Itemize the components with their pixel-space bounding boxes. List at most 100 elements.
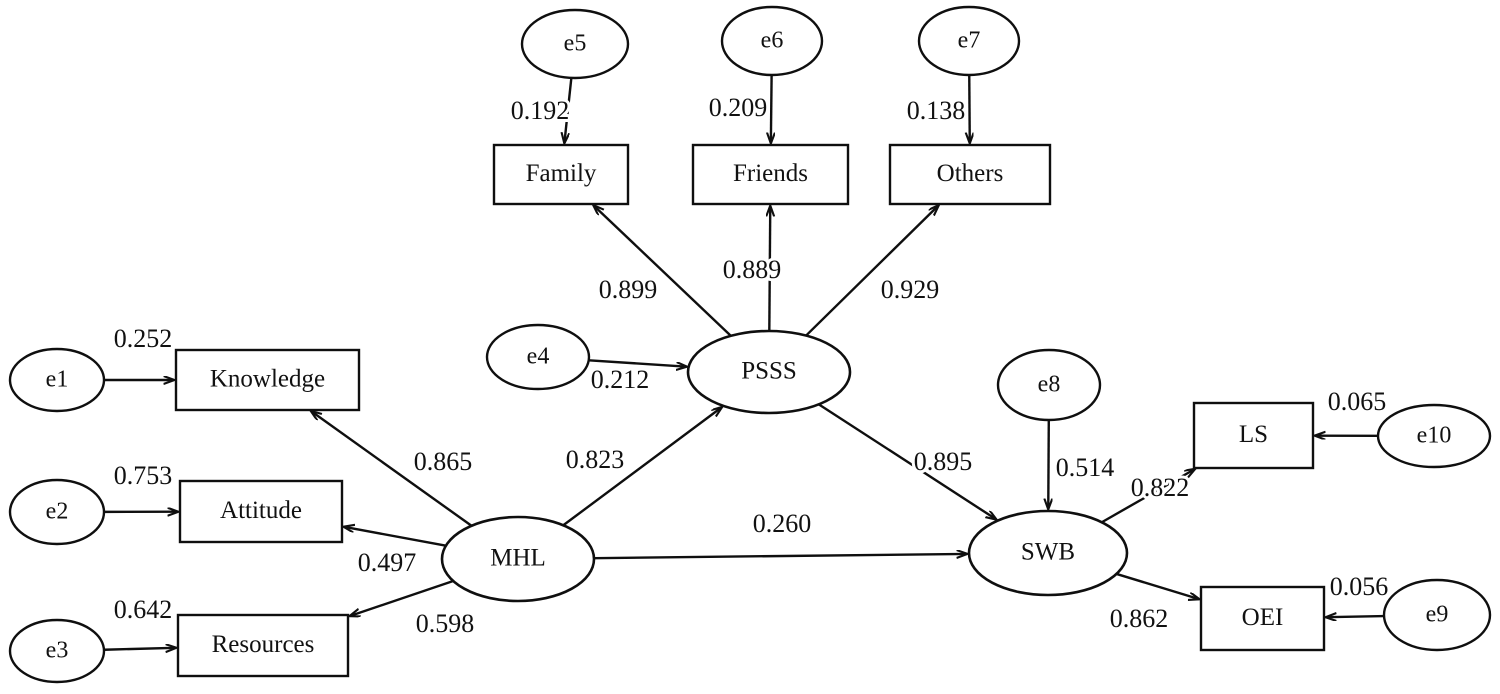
edge-label-halo: 0.929 [881,275,940,304]
e5-shape [520,8,630,80]
edge-label-text: 0.823 [566,445,625,474]
error-term-e4: e4 [485,323,591,391]
oei-shape [1199,585,1326,652]
edge-label-halo: 0.889 [723,255,782,284]
edge-label-text: 0.212 [591,365,650,394]
edge-label-text: 0.929 [881,275,940,304]
knowledge-label: Knowledge [210,366,325,393]
edge-label-text: 0.056 [1330,572,1389,601]
edge-psss-swb [818,403,996,519]
edge-psss-others [805,205,938,337]
resources-label: Resources [212,631,315,658]
observed-variable-attitude: Attitude [178,479,344,544]
edge-label-text: 0.514 [1056,453,1115,482]
mhl-shape [440,515,596,603]
error-term-e1: e1 [8,347,106,413]
e6-shape [720,5,824,77]
edge-e8-swb [1048,419,1049,509]
family-label: Family [526,160,597,187]
edge-label-halo: 0.497 [358,548,417,577]
oei-label: OEI [1242,604,1284,631]
edge-label-text: 0.252 [114,324,173,353]
edge-swb-ls [1101,469,1195,524]
edge-label-halo: 0.862 [1110,604,1169,633]
edge-label-text: 0.865 [414,447,473,476]
latent-variable-psss: PSSS [686,329,852,415]
e8-shape [996,348,1102,422]
edge-mhl-resources [350,579,454,616]
edge-label-text: 0.192 [511,96,570,125]
observed-variable-friends: Friends [691,143,850,206]
edge-swb-oei [1116,572,1200,599]
observed-variable-others: Others [888,143,1052,206]
observed-variable-oei: OEI [1199,585,1326,652]
edge-label-text: 0.899 [599,275,658,304]
e1-shape [8,347,106,413]
edge-label-text: 0.889 [723,255,782,284]
error-term-e5: e5 [520,8,630,80]
e3-label: e3 [46,638,69,664]
latent-variable-swb: SWB [967,509,1129,597]
edge-e4-psss [588,359,687,366]
e4-label: e4 [527,344,550,370]
edge-label-halo: 0.192 [511,96,570,125]
edge-label-halo: 0.260 [753,509,812,538]
e3-shape [8,618,106,684]
edge-label-text: 0.862 [1110,604,1169,633]
edge-mhl-attitude [344,527,447,547]
edge-label-text: 0.753 [114,461,173,490]
error-term-e6: e6 [720,5,824,77]
others-shape [888,143,1052,206]
edge-label-halo: 0.209 [709,93,768,122]
ls-shape [1192,401,1315,470]
edge-label-text: 0.497 [358,548,417,577]
edge-mhl-psss [562,407,722,527]
latent-variable-mhl: MHL [440,515,596,603]
friends-label: Friends [733,160,808,187]
resources-shape [176,613,350,678]
edge-labels-layer: 0.2520.2520.7530.7530.6420.6420.8650.865… [111,90,1392,641]
edge-label-halo: 0.899 [599,275,658,304]
error-term-e9: e9 [1382,578,1492,652]
psss-shape [686,329,852,415]
e9-shape [1382,578,1492,652]
e6-label: e6 [761,28,784,54]
e5-label: e5 [564,31,587,57]
edge-label-halo: 0.252 [114,324,173,353]
edge-e7-others [969,74,970,143]
swb-shape [967,509,1129,597]
edge-label-text: 0.065 [1328,387,1387,416]
edge-label-text: 0.138 [907,96,966,125]
swb-label: SWB [1021,539,1075,566]
e8-label: e8 [1038,372,1061,398]
edge-e6-friends [771,74,772,143]
edge-label-text: 0.209 [709,93,768,122]
psss-label: PSSS [741,358,797,385]
family-shape [492,143,630,206]
e1-label: e1 [46,367,69,393]
edge-label-halo: 0.753 [114,461,173,490]
error-term-e7: e7 [917,5,1021,77]
edge-label-text: 0.598 [416,609,475,638]
e2-label: e2 [46,499,69,525]
knowledge-shape [174,348,361,412]
edge-label-halo: 0.212 [591,365,650,394]
edge-label-halo: 0.895 [914,447,973,476]
edge-label-text: 0.642 [114,595,173,624]
